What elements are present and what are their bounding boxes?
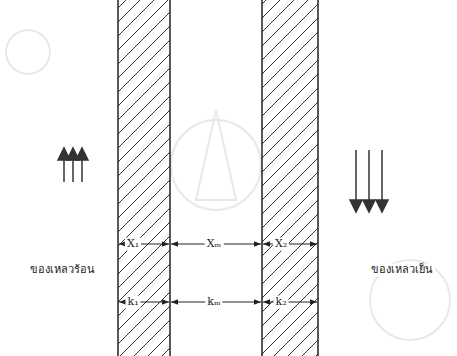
conductivity-label: kₘ [205,296,222,309]
thickness-label: X₂ [273,238,289,251]
watermark [6,30,450,340]
thickness-label: X₁ [125,238,141,251]
thickness-label: Xₘ [205,238,224,251]
wall-hatching [118,0,170,356]
flow-arrows-down [350,150,388,212]
flow-arrows-up [58,148,88,182]
wall-hatching [262,0,318,356]
fluid-label: ของเหลวเย็น [369,264,435,277]
fluid-label: ของเหลวร้อน [28,264,97,277]
conductivity-label: k₂ [273,296,288,309]
conductivity-label: k₁ [125,296,140,309]
dimension-lines [119,244,317,302]
